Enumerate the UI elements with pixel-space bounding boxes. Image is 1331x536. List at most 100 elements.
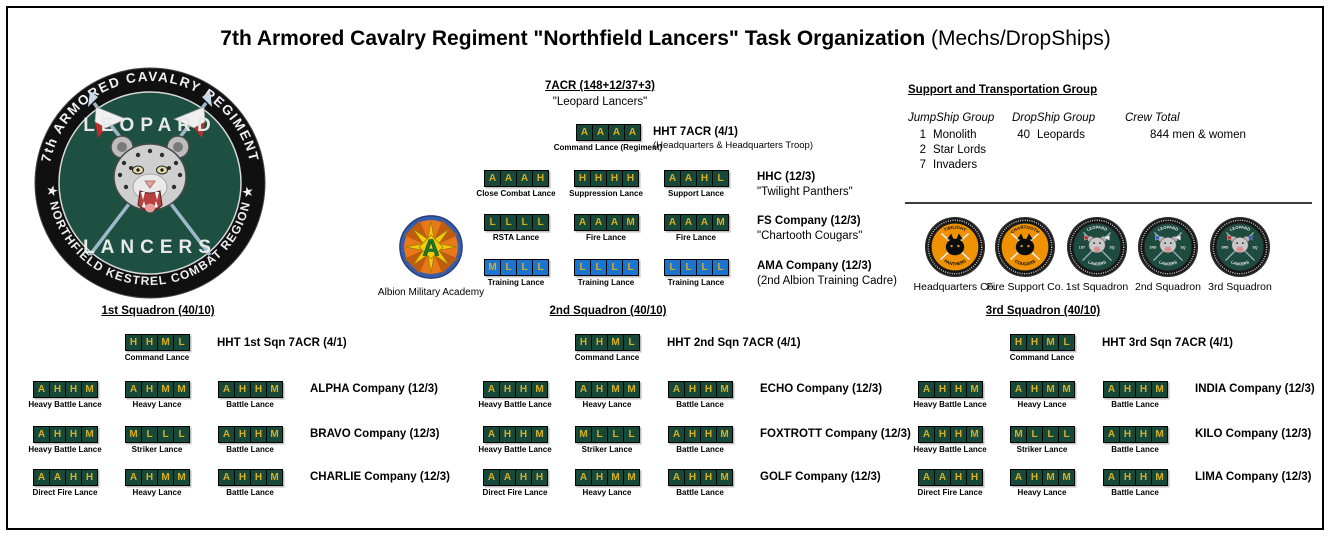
squadron-header: 3rd Squadron (40/10) (985, 305, 1101, 317)
lance-cell: A (696, 215, 712, 230)
lance-caption: Fire Lance (675, 233, 717, 242)
svg-text:LEOPARD: LEOPARD (1229, 225, 1251, 232)
lance-cell: M (173, 470, 189, 485)
lance-cell: L (141, 427, 157, 442)
lance-cell: H (49, 382, 65, 397)
lance-cell: M (1042, 470, 1058, 485)
company-label: AMA Company (12/3)(2nd Albion Training C… (757, 259, 897, 289)
company-label: FS Company (12/3) "Chartooth Cougars" (757, 214, 862, 244)
support-column-header: DropShip Group (1012, 112, 1096, 124)
regiment-hht-label: HHT 7ACR (4/1) (Headquarters & Headquart… (653, 126, 813, 151)
lance-cell: H (700, 427, 716, 442)
lance-cell: L (575, 260, 590, 275)
lance-cell: M (1151, 382, 1167, 397)
lance-cell: H (591, 382, 607, 397)
badge-caption: Headquarters Co. (913, 281, 997, 293)
support-row-count (1125, 128, 1143, 143)
company-label-sub: "Chartooth Cougars" (757, 230, 863, 242)
lance-cell: H (250, 470, 266, 485)
support-row-count: 1 (919, 129, 926, 141)
lance-cell: H (950, 427, 966, 442)
lance-caption: Striker Lance (581, 445, 633, 454)
lance-cell: M (157, 335, 173, 350)
lance-cell: A (669, 427, 684, 442)
lance-cell: L (680, 260, 696, 275)
lance-cell: A (499, 470, 515, 485)
company-label: BRAVO Company (12/3) (310, 428, 440, 440)
lance-cell: H (499, 382, 515, 397)
support-column-header: JumpShip Group (908, 112, 995, 124)
lance-cell: L (516, 215, 532, 230)
lance-caption: Training Lance (667, 278, 725, 287)
lance-cell: M (1042, 382, 1058, 397)
leopard-squadron-badge-icon: LEOPARD LANCERS 2ND SQ (1137, 216, 1199, 278)
lance-cell: H (141, 382, 157, 397)
company-label-main: FS Company (12/3) (757, 215, 861, 227)
lance-cell: H (250, 427, 266, 442)
lance-cell: M (1058, 382, 1074, 397)
lance-cell: A (1011, 382, 1026, 397)
lance-caption: Close Combat Lance (476, 189, 556, 198)
lance-cell: L (500, 215, 516, 230)
lance-caption: Battle Lance (226, 400, 274, 409)
lance-cell: M (1058, 470, 1074, 485)
lance-cell: H (622, 171, 638, 186)
squadron-header: 2nd Squadron (40/10) (549, 305, 667, 317)
lance-cell: H (515, 382, 531, 397)
lance-cell: L (1058, 427, 1074, 442)
support-divider-line (905, 202, 1312, 204)
lance-cell: L (516, 260, 532, 275)
lance-cell: M (623, 470, 639, 485)
support-row-name: Invaders (933, 159, 978, 171)
lance-caption: Heavy Battle Lance (28, 445, 102, 454)
lance-cell: H (1135, 470, 1151, 485)
lance-cell: A (484, 382, 499, 397)
lance-caption: Heavy Lance (1017, 488, 1067, 497)
lance-cell: L (623, 427, 639, 442)
svg-text:PANTHERS: PANTHERS (943, 258, 967, 266)
regiment-header: 7ACR (148+12/37+3) (545, 80, 655, 92)
lance-caption: Heavy Lance (132, 488, 182, 497)
svg-text:COUGARS: COUGARS (1014, 259, 1036, 267)
lance-cell: M (531, 427, 547, 442)
support-row-count: 2 (919, 144, 926, 156)
lance-cell: M (607, 382, 623, 397)
lance-cell: A (576, 470, 591, 485)
lance-cell: H (499, 427, 515, 442)
lance-caption: Heavy Battle Lance (913, 400, 987, 409)
lance-cell: M (266, 427, 282, 442)
title-suffix: (Mechs/DropShips) (925, 27, 1111, 50)
company-label: INDIA Company (12/3) (1195, 383, 1315, 395)
lance-cell: L (157, 427, 173, 442)
support-row-count: 40 (1017, 129, 1030, 141)
lance-cell: M (1042, 335, 1058, 350)
page-title: 7th Armored Cavalry Regiment "Northfield… (0, 27, 1331, 51)
lance-cell: H (234, 427, 250, 442)
lance-cell: A (219, 470, 234, 485)
lance-caption: Heavy Battle Lance (478, 445, 552, 454)
lance-cell: A (665, 171, 680, 186)
lance-cell: L (622, 260, 638, 275)
